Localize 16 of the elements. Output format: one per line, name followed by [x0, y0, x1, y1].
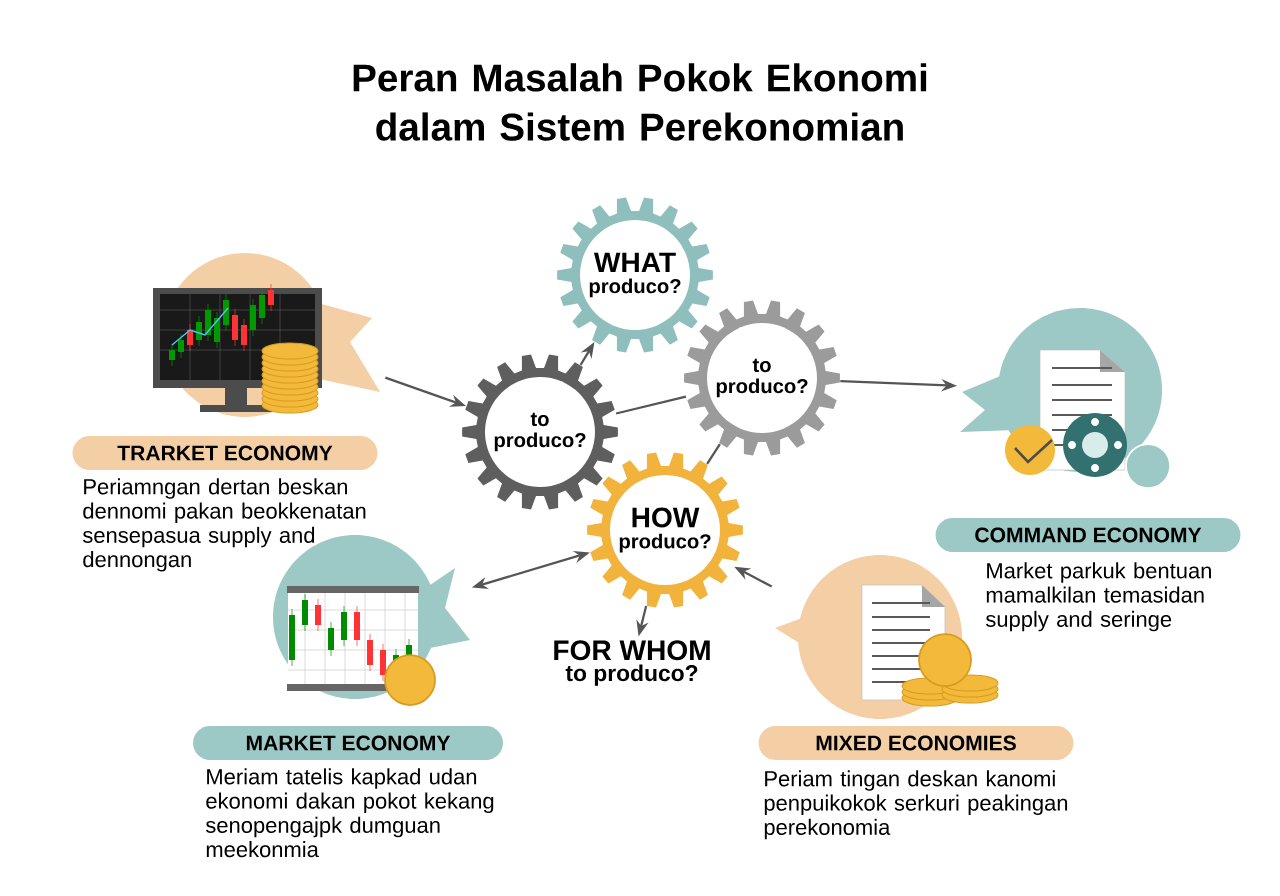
gear: to produco?: [684, 300, 840, 456]
description-text: Market parkuk bentuan mamalkilan temasidan supply and seringe: [985, 562, 1211, 632]
label-pill: MIXED ECONOMIES: [758, 726, 1074, 760]
illustration-drawing: [960, 308, 1171, 489]
description-text: Periamngan dertan beskan dennomi pakan beokkenatan sensepasua supply and dennongan: [82, 478, 366, 572]
gear: WHAT produco?: [557, 197, 713, 353]
label-pill: MARKET ECONOMY: [193, 726, 503, 760]
gear: HOW produco?: [587, 452, 743, 608]
title: Peran Masalah Pokok Ekonomi dalam Sistem Perekonomian: [353, 63, 927, 141]
gear: to produco?: [462, 354, 618, 510]
label-pill: TRARKET ECONOMY: [72, 436, 378, 470]
question-text: FOR WHOM to produco?: [554, 640, 710, 686]
illustration-drawing: [153, 253, 380, 417]
description-text: Periam tingan deskan kanomi penpuikokok serkuri peakingan perekonomia: [764, 770, 1068, 840]
description-text: Meriam tatelis kapkad udan ekonomi dakan pokot kekang senopengajpk dumguan meekonmia: [205, 768, 494, 858]
label-pill: COMMAND ECONOMY: [935, 518, 1241, 552]
